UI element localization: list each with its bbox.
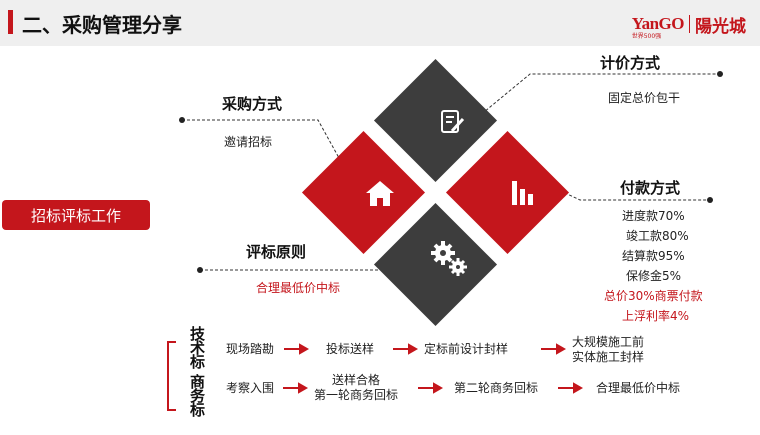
- logo-chinese: 陽光城: [695, 16, 746, 37]
- procurement-title: 采购方式: [222, 95, 283, 113]
- process-step: 定标前设计封样: [424, 342, 509, 356]
- procurement-value: 邀请招标: [224, 135, 273, 149]
- gears-icon: [431, 241, 467, 276]
- logo-divider: [689, 15, 690, 33]
- process-step: 第二轮商务回标: [454, 381, 539, 395]
- commercial-bid-label: 商务标: [190, 373, 206, 419]
- technical-bid-label: 技术标: [190, 325, 206, 371]
- header: 二、采购管理分享 YanGO 世界500强 陽光城: [0, 0, 760, 46]
- pricing-value: 固定总价包干: [608, 91, 681, 105]
- logo-brand: YanGO: [631, 14, 685, 33]
- process-step: 现场踏勘: [226, 342, 275, 356]
- payment-highlight: 上浮利率4%: [622, 309, 690, 323]
- company-logo: YanGO 世界500强 陽光城: [631, 12, 746, 40]
- pricing-title: 计价方式: [600, 54, 661, 72]
- payment-item: 竣工款80%: [626, 229, 689, 243]
- payment-title: 付款方式: [620, 179, 681, 197]
- process-step: 投标送样: [326, 342, 375, 356]
- bar-chart-icon: [512, 181, 533, 205]
- evaluation-value: 合理最低价中标: [256, 281, 341, 295]
- process-bracket: [167, 341, 176, 411]
- process-step: 考察入围: [226, 381, 275, 395]
- process-step: 送样合格 第一轮商务回标: [314, 373, 399, 402]
- logo-tagline: 世界500强: [631, 33, 662, 40]
- evaluation-title: 评标原则: [246, 243, 307, 261]
- payment-item: 进度款70%: [622, 209, 685, 223]
- payment-highlight: 总价30%商票付款: [604, 289, 703, 303]
- payment-item: 结算款95%: [622, 249, 685, 263]
- document-edit-icon: [441, 110, 465, 133]
- process-step: 大规模施工前 实体施工封样: [572, 335, 645, 364]
- home-icon: [366, 181, 394, 206]
- payment-item: 保修金5%: [626, 269, 682, 283]
- process-step: 合理最低价中标: [596, 381, 681, 395]
- bidding-work-button[interactable]: 招标评标工作: [2, 200, 150, 230]
- page-title: 二、采购管理分享: [22, 13, 182, 37]
- title-accent-bar: [8, 10, 13, 34]
